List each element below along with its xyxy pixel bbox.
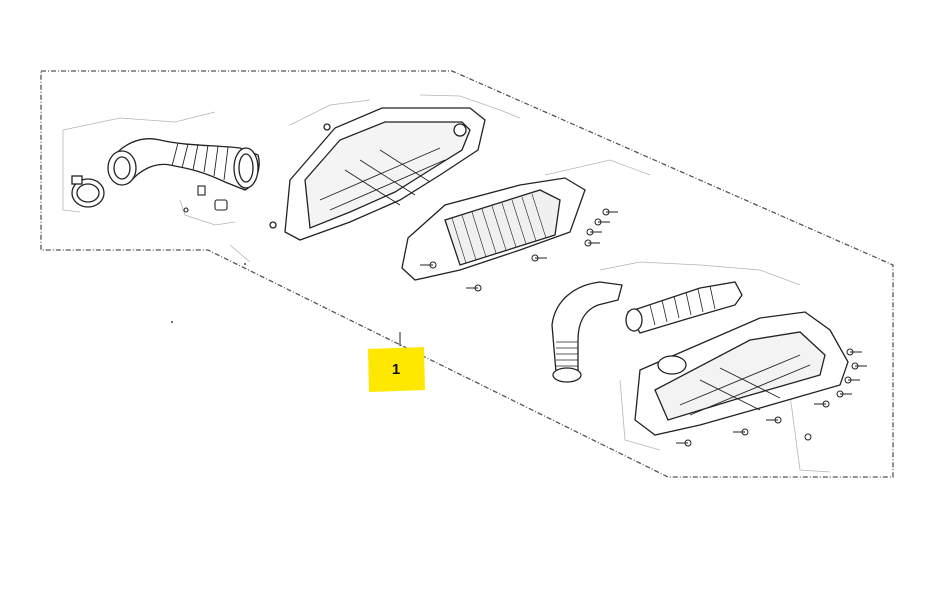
cover-screws [676,348,867,447]
corrugated-connector [625,281,743,334]
outlet-tube [551,281,623,383]
stray-marks [171,263,246,323]
air-cleaner-case [269,107,486,241]
callout-number: 1 [391,360,401,378]
callout-highlight [368,347,425,392]
air-cleaner-cover [634,311,849,436]
construction-lines [62,94,831,473]
filter-screws [420,208,618,292]
duct-fasteners [183,185,228,213]
callout-1[interactable]: 1 [366,346,426,392]
callout-box [368,347,425,392]
air-filter-element [401,177,586,281]
hose-clamp [71,175,105,208]
intake-duct-tube [107,138,260,191]
assembly-boundary-outline [40,70,894,478]
